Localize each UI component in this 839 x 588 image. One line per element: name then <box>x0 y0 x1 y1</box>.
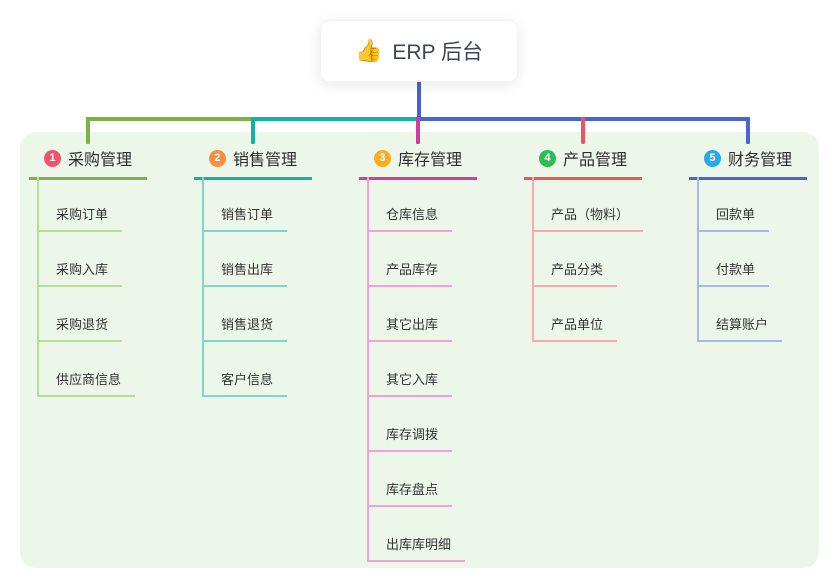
branch-item-node[interactable]: 采购订单 <box>39 177 123 232</box>
thumbs-up-icon: 👍 <box>354 38 383 63</box>
branch-item-node[interactable]: 出库库明细 <box>369 507 466 562</box>
branch-title-1[interactable]: 1 采购管理 <box>29 146 147 180</box>
branch-item-list: 仓库信息产品库存其它出库其它入库库存调拨库存盘点出库库明细 <box>367 177 466 562</box>
branch-item-list: 产品（物料）产品分类产品单位 <box>532 177 644 342</box>
branch-item-node[interactable]: 库存调拨 <box>369 397 453 452</box>
branches-background-panel <box>20 132 819 568</box>
branch-item-node[interactable]: 产品（物料） <box>534 177 644 232</box>
branch-title-label: 产品管理 <box>562 152 627 169</box>
connector-root-vertical-line <box>417 81 421 121</box>
connector-horizontal-line-left-outer <box>86 117 255 121</box>
branch-item-node[interactable]: 产品单位 <box>534 287 618 342</box>
branch-title-label: 销售管理 <box>232 152 297 169</box>
branch-number-badge: 5 <box>703 149 721 167</box>
root-node[interactable]: 👍 ERP 后台 <box>319 20 519 82</box>
branch-item-node[interactable]: 供应商信息 <box>39 342 136 397</box>
branch-item-node[interactable]: 销售订单 <box>204 177 288 232</box>
branch-item-node[interactable]: 结算账户 <box>699 287 783 342</box>
branch-title-label: 采购管理 <box>67 152 132 169</box>
connector-branch-drop-line <box>581 117 585 144</box>
branch-title-2[interactable]: 2 销售管理 <box>194 146 312 180</box>
connector-branch-drop-line <box>86 117 90 144</box>
branch-item-node[interactable]: 其它出库 <box>369 287 453 342</box>
root-node-label: ERP 后台 <box>392 41 484 64</box>
branch-item-node[interactable]: 其它入库 <box>369 342 453 397</box>
branch-item-node[interactable]: 回款单 <box>699 177 770 232</box>
branch-item-node[interactable]: 付款单 <box>699 232 770 287</box>
branch-item-node[interactable]: 销售出库 <box>204 232 288 287</box>
branch-item-node[interactable]: 销售退货 <box>204 287 288 342</box>
branch-item-node[interactable]: 仓库信息 <box>369 177 453 232</box>
connector-branch-drop-line <box>251 117 255 144</box>
branch-item-node[interactable]: 产品库存 <box>369 232 453 287</box>
branch-title-3[interactable]: 3 库存管理 <box>359 146 477 180</box>
branch-item-node[interactable]: 库存盘点 <box>369 452 453 507</box>
connector-branch-drop-line <box>746 117 750 144</box>
branch-number-badge: 2 <box>208 149 226 167</box>
branch-number-badge: 3 <box>373 149 391 167</box>
branch-title-5[interactable]: 5 财务管理 <box>689 146 807 180</box>
branch-item-node[interactable]: 产品分类 <box>534 232 618 287</box>
branch-item-list: 销售订单销售出库销售退货客户信息 <box>202 177 288 397</box>
branch-item-list: 回款单付款单结算账户 <box>697 177 783 342</box>
branch-item-node[interactable]: 采购入库 <box>39 232 123 287</box>
connector-branch-drop-line <box>416 117 420 144</box>
branch-number-badge: 4 <box>538 149 556 167</box>
branch-item-list: 采购订单采购入库采购退货供应商信息 <box>37 177 136 397</box>
branch-item-node[interactable]: 客户信息 <box>204 342 288 397</box>
branch-title-4[interactable]: 4 产品管理 <box>524 146 642 180</box>
branch-item-node[interactable]: 采购退货 <box>39 287 123 342</box>
connector-horizontal-line-left-inner <box>251 117 419 121</box>
branch-title-label: 库存管理 <box>397 152 462 169</box>
branch-number-badge: 1 <box>43 149 61 167</box>
branch-title-label: 财务管理 <box>727 152 792 169</box>
